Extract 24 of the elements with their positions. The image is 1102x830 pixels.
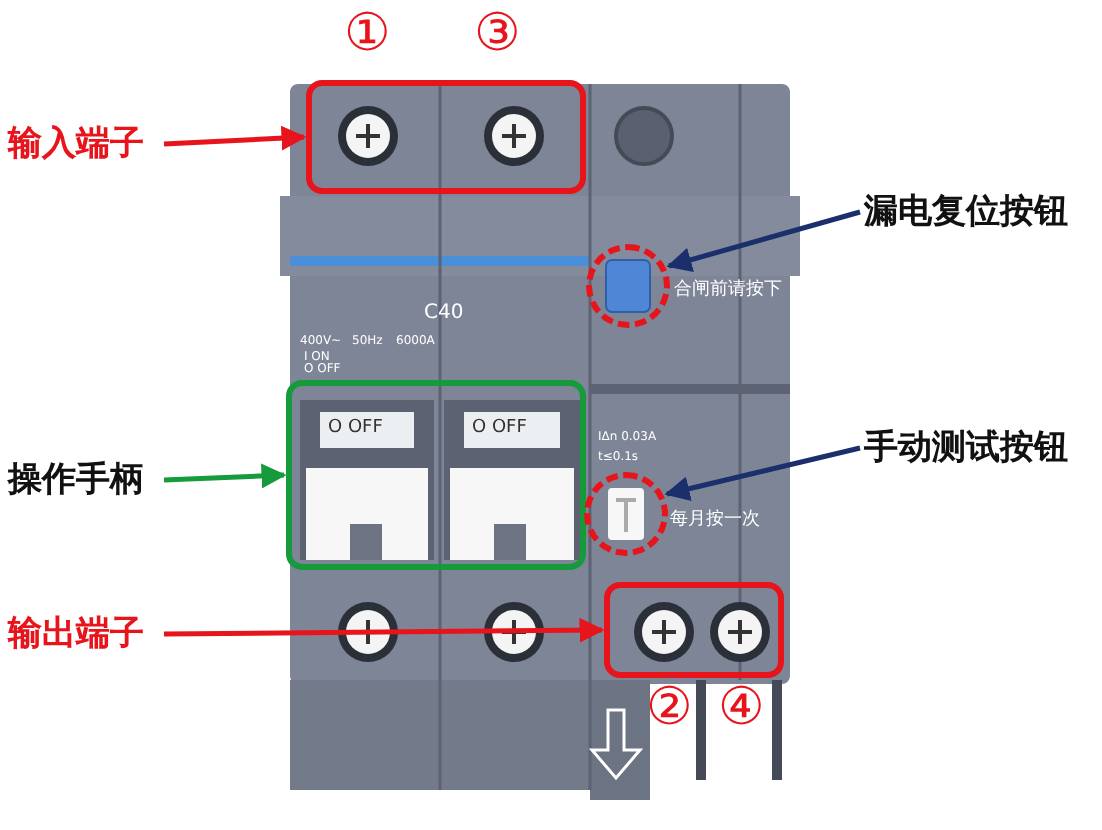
callout-label: 操作手柄 (8, 456, 160, 504)
terminal-number: ③ (474, 8, 521, 60)
highlight-frame (306, 80, 586, 194)
callout-label: 输出端子 (8, 610, 160, 658)
arrow (163, 463, 287, 489)
arrow (664, 445, 861, 501)
button-caption: 合闸前请按下 (674, 282, 782, 300)
handle-marking: O OFF (328, 420, 383, 438)
handle-marking: O OFF (472, 420, 527, 438)
terminal-number: ① (344, 8, 391, 60)
dashed-circle-marker (584, 472, 668, 556)
arrow (163, 617, 605, 643)
dashed-circle-marker (586, 244, 670, 328)
callout-label: 漏电复位按钮 (864, 188, 1100, 236)
terminal-number: ④ (718, 682, 765, 734)
callout-label: 输入端子 (8, 120, 160, 168)
highlight-frame (604, 582, 784, 678)
callout-label: 手动测试按钮 (864, 424, 1100, 472)
button-caption: 每月按一次 (670, 512, 760, 530)
rating-text: C40 (424, 304, 464, 324)
arrow (666, 209, 861, 272)
arrow (163, 125, 307, 151)
terminal-number: ② (646, 682, 693, 734)
highlight-frame (286, 380, 586, 570)
